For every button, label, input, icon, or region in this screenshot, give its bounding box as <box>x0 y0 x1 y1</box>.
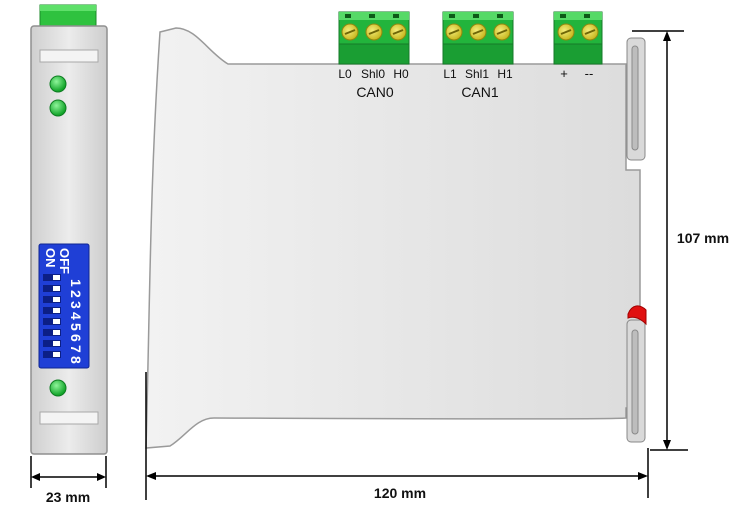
dip-switch-slot[interactable] <box>43 307 61 314</box>
dip-number-3: 3 <box>68 301 84 309</box>
dip-switch-lever[interactable] <box>53 297 60 302</box>
width-dimension: 23 mm <box>30 456 107 505</box>
side-view: L0 Shl0 H0 CAN0 L1 Shl1 H1 CAN1 + -- 120… <box>145 11 729 501</box>
din-clip-bottom <box>626 319 646 443</box>
front-housing <box>30 25 108 455</box>
dip-switch-lever[interactable] <box>53 352 60 357</box>
status-led <box>49 379 67 397</box>
dip-switch-slot[interactable] <box>43 318 61 325</box>
dip-number-1: 1 <box>68 279 84 287</box>
side-housing <box>145 27 641 449</box>
dip-number-8: 8 <box>68 356 84 364</box>
dip-switch-lever[interactable] <box>53 286 60 291</box>
dip-number-7: 7 <box>68 345 84 353</box>
dip-switch: OFF ON 1 2 3 4 5 6 7 8 <box>38 243 90 369</box>
length-dimension: 120 mm <box>145 372 649 501</box>
dip-switch-slot[interactable] <box>43 296 61 303</box>
connector-label-can0: CAN0 <box>356 84 394 100</box>
dip-number-4: 4 <box>68 312 84 320</box>
pin-label-plus: + <box>560 66 568 81</box>
dip-switch-lever[interactable] <box>53 308 60 313</box>
length-label: 120 mm <box>374 485 426 501</box>
pin-label-h1: H1 <box>497 67 513 81</box>
pin-label-l1: L1 <box>443 67 457 81</box>
terminal-block-can0 <box>338 11 410 65</box>
terminal-block-power <box>553 11 603 65</box>
pin-label-l0: L0 <box>338 67 352 81</box>
front-view: OFF ON 1 2 3 4 5 6 7 8 23 mm <box>30 4 108 505</box>
dip-switch-slot[interactable] <box>43 285 61 292</box>
dip-switch-lever[interactable] <box>53 319 60 324</box>
pin-label-shl0: Shl0 <box>361 67 385 81</box>
dip-switch-slot[interactable] <box>43 329 61 336</box>
height-dimension: 107 mm <box>632 30 729 451</box>
din-release-clip <box>627 305 647 326</box>
dip-switch-lever[interactable] <box>53 330 60 335</box>
pin-label-shl1: Shl1 <box>465 67 489 81</box>
terminal-block-can1 <box>442 11 514 65</box>
pin-label-h0: H0 <box>393 67 409 81</box>
dip-on-label: ON <box>43 248 58 268</box>
dip-switch-lever[interactable] <box>53 275 60 280</box>
dip-number-5: 5 <box>68 323 84 331</box>
connector-label-can1: CAN1 <box>461 84 499 100</box>
height-label: 107 mm <box>677 230 729 246</box>
dip-number-6: 6 <box>68 334 84 342</box>
status-led <box>49 75 67 93</box>
dip-switch-slot[interactable] <box>43 351 61 358</box>
dip-switch-slot[interactable] <box>43 340 61 347</box>
dip-switch-slot[interactable] <box>43 274 61 281</box>
dip-switch-lever[interactable] <box>53 341 60 346</box>
dip-number-2: 2 <box>68 290 84 298</box>
din-clip-top <box>626 37 646 161</box>
status-led <box>49 99 67 117</box>
pin-label-minus: -- <box>585 66 594 81</box>
dip-off-label: OFF <box>57 248 72 274</box>
width-label: 23 mm <box>46 489 90 505</box>
